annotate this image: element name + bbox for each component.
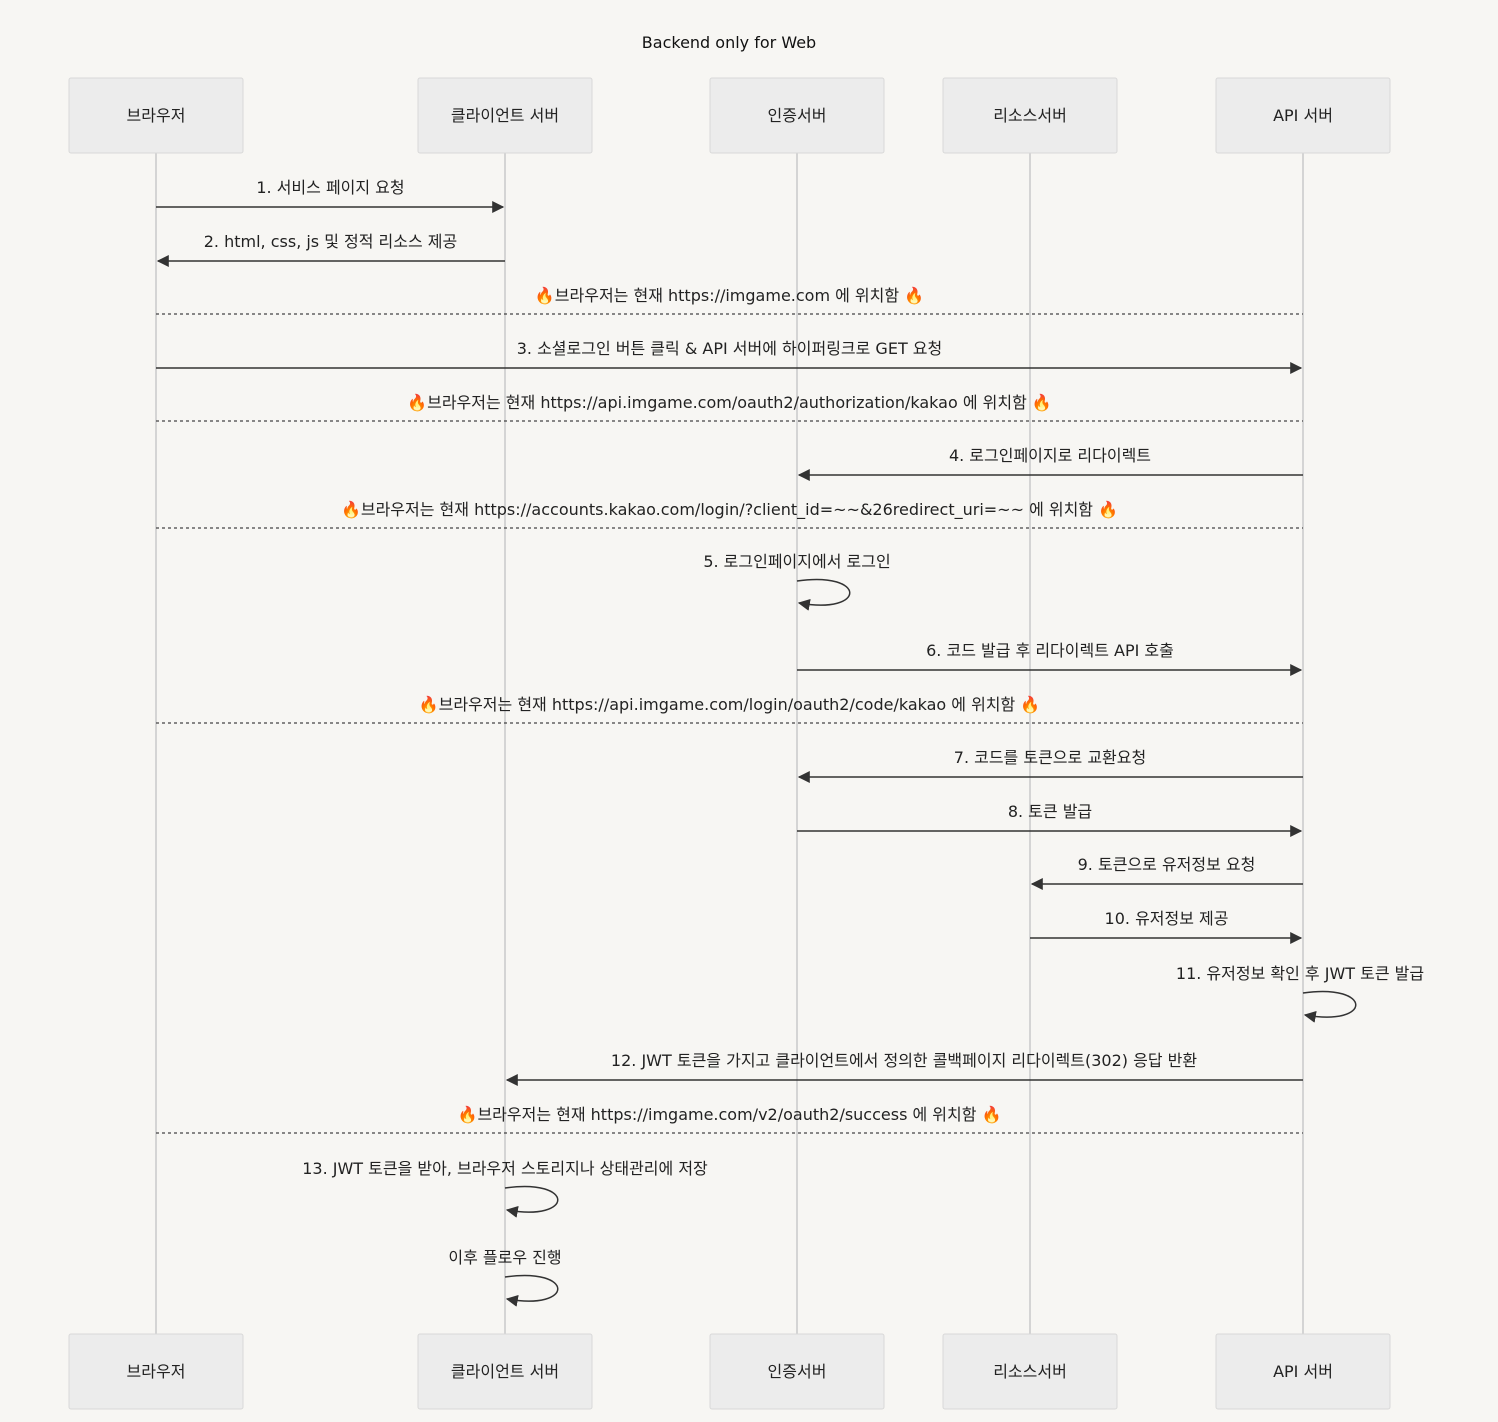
message-label: 9. 토큰으로 유저정보 요청	[1078, 855, 1256, 874]
message-1-arrow: 1. 서비스 페이지 요청	[156, 178, 505, 213]
message-13-arrow: 9. 토큰으로 유저정보 요청	[1030, 855, 1303, 890]
actor-label: API 서버	[1273, 106, 1333, 125]
actor-box	[68, 77, 244, 154]
actor-api-top: API 서버	[1215, 77, 1391, 154]
location-note: 🔥브라우저는 현재 https://imgame.com/v2/oauth2/s…	[458, 1105, 1002, 1124]
messages: 1. 서비스 페이지 요청 2. html, css, js 및 정적 리소스 제…	[156, 178, 1424, 1307]
message-19-self: 이후 플로우 진행	[448, 1248, 562, 1307]
message-17-note: 🔥브라우저는 현재 https://imgame.com/v2/oauth2/s…	[156, 1105, 1303, 1134]
actor-label: 브라우저	[127, 106, 186, 125]
actor-label: API 서버	[1273, 1362, 1333, 1381]
message-11-arrow: 7. 코드를 토큰으로 교환요청	[797, 748, 1303, 783]
location-note: 🔥브라우저는 현재 https://accounts.kakao.com/log…	[341, 500, 1118, 520]
actor-resource-top: 리소스서버	[942, 77, 1118, 154]
message-15-self: 11. 유저정보 확인 후 JWT 토큰 발급	[1176, 964, 1424, 1023]
actor-client-bottom: 클라이언트 서버	[417, 1333, 593, 1410]
message-label: 10. 유저정보 제공	[1105, 909, 1229, 928]
message-7-note: 🔥브라우저는 현재 https://accounts.kakao.com/log…	[156, 500, 1303, 529]
actor-box	[942, 77, 1118, 154]
message-4-arrow: 3. 소셜로그인 버튼 클릭 & API 서버에 하이퍼링크로 GET 요청	[156, 339, 1303, 374]
lifelines	[155, 153, 1304, 1334]
actor-box	[417, 77, 593, 154]
message-5-note: 🔥브라우저는 현재 https://api.imgame.com/oauth2/…	[156, 393, 1303, 422]
actor-label: 리소스서버	[993, 106, 1067, 125]
actor-box	[942, 1333, 1118, 1410]
actor-label: 클라이언트 서버	[451, 106, 559, 125]
message-label: 5. 로그인페이지에서 로그인	[703, 552, 890, 571]
message-6-arrow: 4. 로그인페이지로 리다이렉트	[797, 446, 1303, 481]
actor-label: 브라우저	[127, 1362, 186, 1381]
message-label: 8. 토큰 발급	[1008, 802, 1092, 821]
self-loop-arrow	[504, 1185, 559, 1218]
actor-box	[709, 77, 885, 154]
message-label: 12. JWT 토큰을 가지고 클라이언트에서 정의한 콜백페이지 리다이렉트(…	[611, 1051, 1197, 1070]
message-label: 4. 로그인페이지로 리다이렉트	[949, 446, 1151, 465]
location-note: 🔥브라우저는 현재 https://api.imgame.com/oauth2/…	[407, 393, 1052, 412]
actors-bottom: 브라우저 클라이언트 서버 인증서버 리소스서버 API 서버	[68, 1333, 1391, 1410]
actor-label: 인증서버	[768, 106, 827, 125]
actor-box	[1215, 1333, 1391, 1410]
message-9-arrow: 6. 코드 발급 후 리다이렉트 API 호출	[797, 641, 1303, 676]
actor-resource-bottom: 리소스서버	[942, 1333, 1118, 1410]
actor-browser-top: 브라우저	[68, 77, 244, 154]
message-label: 7. 코드를 토큰으로 교환요청	[954, 748, 1146, 767]
actor-auth-top: 인증서버	[709, 77, 885, 154]
message-label: 13. JWT 토큰을 받아, 브라우저 스토리지나 상태관리에 저장	[302, 1159, 708, 1178]
self-loop-arrow	[1302, 990, 1357, 1023]
message-3-note: 🔥브라우저는 현재 https://imgame.com 에 위치함 🔥	[156, 286, 1303, 315]
message-12-arrow: 8. 토큰 발급	[797, 802, 1303, 837]
location-note: 🔥브라우저는 현재 https://imgame.com 에 위치함 🔥	[535, 286, 924, 305]
actor-label: 클라이언트 서버	[451, 1362, 559, 1381]
message-label: 이후 플로우 진행	[448, 1248, 561, 1267]
actor-box	[709, 1333, 885, 1410]
message-10-note: 🔥브라우저는 현재 https://api.imgame.com/login/o…	[156, 695, 1303, 724]
self-loop-arrow	[504, 1274, 559, 1307]
message-label: 11. 유저정보 확인 후 JWT 토큰 발급	[1176, 964, 1424, 983]
message-2-arrow: 2. html, css, js 및 정적 리소스 제공	[156, 232, 505, 267]
actor-auth-bottom: 인증서버	[709, 1333, 885, 1410]
actor-box	[1215, 77, 1391, 154]
actor-box	[68, 1333, 244, 1410]
message-16-arrow: 12. JWT 토큰을 가지고 클라이언트에서 정의한 콜백페이지 리다이렉트(…	[505, 1051, 1303, 1086]
actor-api-bottom: API 서버	[1215, 1333, 1391, 1410]
self-loop-arrow	[796, 578, 851, 611]
message-18-self: 13. JWT 토큰을 받아, 브라우저 스토리지나 상태관리에 저장	[302, 1159, 708, 1218]
location-note: 🔥브라우저는 현재 https://api.imgame.com/login/o…	[419, 695, 1041, 714]
message-8-self: 5. 로그인페이지에서 로그인	[703, 552, 891, 611]
actor-label: 인증서버	[768, 1362, 827, 1381]
actor-box	[417, 1333, 593, 1410]
message-label: 3. 소셜로그인 버튼 클릭 & API 서버에 하이퍼링크로 GET 요청	[517, 339, 943, 358]
diagram-title: Backend only for Web	[642, 33, 816, 52]
actor-browser-bottom: 브라우저	[68, 1333, 244, 1410]
actor-label: 리소스서버	[993, 1362, 1067, 1381]
message-14-arrow: 10. 유저정보 제공	[1030, 909, 1303, 944]
message-label: 6. 코드 발급 후 리다이렉트 API 호출	[926, 641, 1174, 660]
message-label: 2. html, css, js 및 정적 리소스 제공	[204, 232, 458, 251]
actor-client-top: 클라이언트 서버	[417, 77, 593, 154]
message-label: 1. 서비스 페이지 요청	[256, 178, 404, 197]
actors-top: 브라우저 클라이언트 서버 인증서버 리소스서버 API 서버	[68, 77, 1391, 154]
